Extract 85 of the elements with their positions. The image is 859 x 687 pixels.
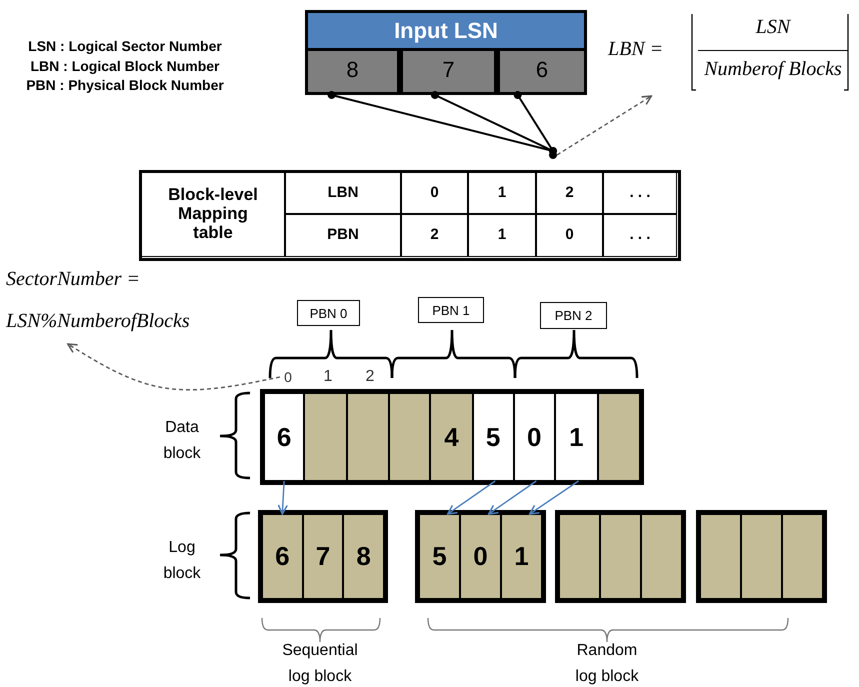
table-text: 1 [498, 227, 506, 244]
page-cell [347, 393, 390, 481]
page-cell [782, 514, 823, 599]
dashed-arrow [556, 95, 652, 156]
page-cell [514, 393, 555, 481]
lsn-cell [497, 51, 587, 95]
table-text: 0 [430, 184, 439, 202]
pbn-box [418, 297, 484, 323]
group-label: Random log block [574, 641, 640, 687]
formula-text: LSN [754, 16, 792, 39]
legend-text: LBN : Logical Block Number [29, 57, 221, 75]
arrow [528, 480, 579, 515]
arrow [278, 480, 288, 515]
lsn-cell [400, 51, 497, 95]
table-text: 2 [430, 227, 439, 244]
sector-number: 7 [442, 56, 455, 82]
connector-line [430, 91, 557, 155]
group-label: Data block [162, 418, 202, 464]
page-cell [419, 514, 460, 599]
page-cell [554, 393, 598, 481]
formula-text: Numberof Blocks [703, 58, 843, 81]
page-cell [472, 393, 514, 481]
log-block-frame [258, 510, 388, 603]
page-cell [559, 514, 600, 599]
log-block-frame [555, 510, 686, 603]
formula-text: SectorNumber = [6, 268, 140, 291]
group-label: Sequential log block [281, 641, 359, 687]
sector-index: 1 [322, 368, 334, 386]
page-cell [700, 514, 741, 599]
header-bar [305, 10, 587, 51]
table-text: Block-level Mapping table [167, 186, 259, 243]
formula-text: LBN = [608, 38, 664, 61]
page-cell [600, 514, 641, 599]
legend-text: LSN : Logical Sector Number [27, 37, 223, 55]
group-label: Log block [162, 538, 202, 584]
sector-index: 0 [284, 369, 292, 385]
sector-number: 5 [432, 541, 447, 572]
dashed-arrow [67, 343, 280, 390]
table-text: . . . [630, 227, 650, 244]
page-cell [641, 514, 682, 599]
formula-text: LSN%NumberofBlocks [6, 310, 190, 333]
log-block-frame [696, 510, 827, 603]
sector-number: 5 [486, 422, 500, 452]
sector-number: 6 [275, 541, 290, 572]
sector-number: 8 [356, 541, 371, 572]
sector-number: 8 [346, 56, 359, 82]
page-cell [304, 393, 348, 481]
page-cell [264, 393, 304, 481]
sector-number: 4 [444, 422, 459, 452]
pbn-label: PBN 2 [554, 308, 592, 323]
sector-index: 2 [364, 368, 376, 386]
sector-number: 0 [473, 541, 488, 572]
page-cell [430, 393, 473, 481]
sector-number: 7 [316, 541, 330, 572]
sector-number: 6 [276, 422, 292, 452]
page-cell [598, 393, 640, 481]
pbn-box [297, 300, 360, 326]
header-label: Input LSN [394, 18, 498, 44]
legend-text: PBN : Physical Block Number [25, 76, 225, 94]
page-cell [501, 514, 542, 599]
lsn-cell [305, 51, 400, 95]
page-cell [302, 514, 344, 599]
sector-number: 1 [514, 541, 529, 572]
connector-line [514, 91, 557, 155]
table-text: PBN [327, 227, 359, 244]
table-text: 0 [565, 227, 574, 244]
data-block-frame [260, 389, 644, 485]
pbn-box [540, 302, 607, 329]
arrow [446, 480, 496, 515]
sector-number: 0 [527, 422, 542, 452]
arrow [488, 480, 537, 515]
page-cell [460, 514, 501, 599]
table-text: LBN [328, 184, 358, 202]
page-cell [741, 514, 782, 599]
table-text: 1 [498, 184, 506, 202]
table-text: 2 [565, 184, 574, 202]
log-block-frame [415, 510, 546, 603]
table-text: . . . [630, 184, 650, 202]
pbn-label: PBN 1 [432, 302, 470, 318]
pbn-label: PBN 0 [310, 306, 348, 320]
page-cell [343, 514, 384, 599]
page-cell [262, 514, 303, 599]
sector-number: 6 [536, 56, 548, 82]
sector-number: 1 [569, 422, 584, 452]
page-cell [389, 393, 430, 481]
